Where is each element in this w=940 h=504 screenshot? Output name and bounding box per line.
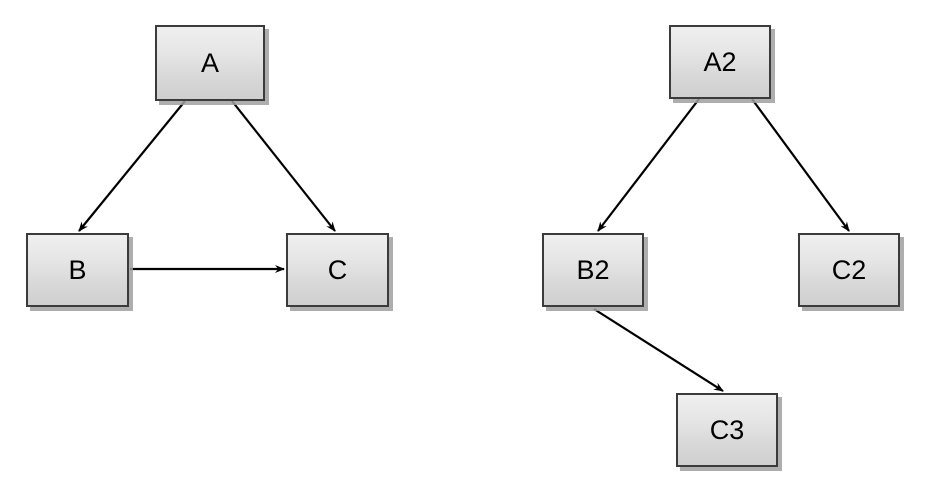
node-B[interactable]: B bbox=[26, 233, 129, 307]
edge-A-to-B bbox=[78, 100, 186, 232]
edge-A-to-C bbox=[231, 100, 336, 232]
node-A[interactable]: A bbox=[155, 25, 265, 101]
node-label-C: C bbox=[327, 254, 348, 285]
edge-B2-to-C3 bbox=[593, 308, 724, 392]
node-A2[interactable]: A2 bbox=[669, 25, 771, 99]
node-label-A: A bbox=[200, 47, 219, 78]
node-C3[interactable]: C3 bbox=[676, 393, 778, 467]
edges-graph-left bbox=[78, 100, 336, 273]
node-label-B: B bbox=[68, 254, 87, 285]
node-C2[interactable]: C2 bbox=[798, 233, 900, 307]
edge-A2-to-C2 bbox=[751, 98, 850, 232]
node-label-B2: B2 bbox=[576, 254, 610, 285]
node-B2[interactable]: B2 bbox=[542, 233, 644, 307]
edge-A2-to-B2 bbox=[597, 98, 700, 232]
node-label-C3: C3 bbox=[709, 414, 745, 445]
node-label-A2: A2 bbox=[703, 46, 737, 77]
edges-graph-right bbox=[593, 98, 850, 392]
node-label-C2: C2 bbox=[831, 254, 867, 285]
node-C[interactable]: C bbox=[286, 233, 389, 307]
